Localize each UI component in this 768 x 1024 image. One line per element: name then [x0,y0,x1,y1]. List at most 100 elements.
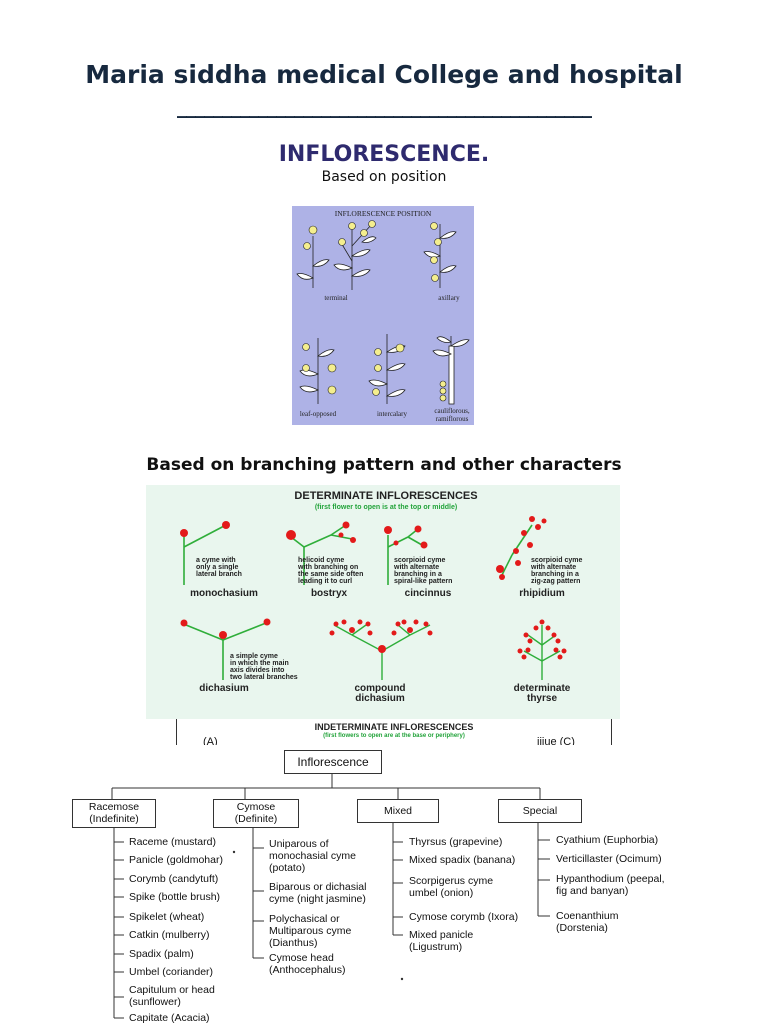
monochasium-diagram [183,524,227,585]
cauliflorous-plant [432,336,470,405]
label-cauliflorous: cauliflorous, [434,407,469,415]
rhipidium-name: rhipidium [519,588,565,599]
compound-dichasium-name-1: compound [354,683,405,694]
rhipidium-desc-2: with alternate [530,564,576,571]
leaf-opposed-flowers [302,343,337,395]
label-terminal: terminal [324,294,347,302]
dichasium-diagram [185,622,267,680]
figure-background [292,206,474,425]
rhipidium-desc-1: scorpioid cyme [531,557,582,564]
determinate-thyrse-name-2: thyrse [527,693,557,704]
cincinnus-desc-4: spiral-like pattern [394,578,452,585]
list-item: Verticillaster (Ocimum) [556,853,662,865]
list-item: Hypanthodium (peepal, [556,873,665,885]
category-cymose-label: Cymose [236,801,276,813]
dichasium-desc-1: a simple cyme [230,653,278,660]
fragment-label-a: (A) [203,736,218,745]
dichasium-name: dichasium [199,683,249,694]
monochasium-desc-2: only a single [196,564,239,571]
list-item: Catkin (mulberry) [129,929,210,941]
stray-dot [400,977,404,981]
list-item: Uniparous of [269,838,329,850]
category-racemose-sub: (Indefinite) [89,813,139,825]
determinate-thyrse-diagram [523,625,561,680]
list-item: Capitulum or head [129,984,215,996]
subtitle-position: Based on position [321,169,447,185]
intercalary-flowers [372,343,405,396]
fragment-label-c: iiiue (C) [537,736,575,745]
list-item: Multiparous cyme [269,925,352,937]
axillary-flowers [430,222,442,282]
bostryx-desc-4: leading it to curl [298,578,352,585]
category-racemose-label: Racemose [88,801,140,813]
list-item: (Anthocephalus) [269,964,346,976]
list-item: Thyrsus (grapevine) [409,836,503,848]
list-item: Spike (bottle brush) [129,891,221,903]
determinate-heading: DETERMINATE INFLORESCENCES [294,490,477,502]
list-item: Cymose corymb (Ixora) [409,911,519,923]
bostryx-desc-1: helicoid cyme [298,557,344,564]
list-item: Spikelet (wheat) [129,911,205,923]
list-item: (Ligustrum) [409,941,463,953]
list-item: fig and banyan) [556,885,629,897]
leaf-opposed-plant [299,338,335,404]
subtitle-branching: Based on branching pattern and other cha… [146,455,622,475]
compound-dichasium-name-2: dichasium [355,693,405,704]
list-item: Polychasical or [269,913,340,925]
category-mixed-label: Mixed [383,805,412,817]
list-item: Corymb (candytuft) [129,873,219,885]
monochasium-name: monochasium [190,588,258,599]
list-item: Coenanthium [556,910,619,922]
determinate-thyrse-name-1: determinate [514,683,571,694]
label-leaf-opposed: leaf-opposed [300,410,337,418]
list-item: Spadix (palm) [129,948,194,960]
category-racemose-box: Racemose (Indefinite) [72,799,156,828]
list-item: Mixed panicle [409,929,474,941]
list-item: (Dorstenia) [556,922,608,934]
label-axillary: axillary [438,294,460,302]
determinate-note: (first flower to open is at the top or m… [315,504,457,511]
list-item: Cyathium (Euphorbia) [556,834,659,846]
dichasium-desc-3: axis divides into [230,667,284,674]
determinate-inflorescences-figure: DETERMINATE INFLORESCENCES (first flower… [146,485,620,719]
list-item: Raceme (mustard) [129,836,216,848]
indeterminate-note: (first flowers to open are at the base o… [323,733,465,739]
list-item: Panicle (goldmohar) [129,854,223,866]
list-item: umbel (onion) [409,887,474,899]
category-cymose-sub: (Definite) [234,813,278,825]
cincinnus-desc-1: scorpioid cyme [394,557,445,564]
figure-heading: INFLORESCENCE POSITION [335,209,432,218]
terminal-plant [296,223,377,290]
indeterminate-fragment: INDETERMINATE INFLORESCENCES (first flow… [176,719,612,745]
list-item: Scorpigerus cyme [409,875,494,887]
list-item: (potato) [269,862,306,874]
cincinnus-desc-3: branching in a [394,571,442,578]
list-item: (Dianthus) [269,937,318,949]
axillary-plant [423,224,457,288]
category-special-box: Special [498,799,582,823]
list-item: cyme (night jasmine) [269,893,366,905]
list-item: monochasial cyme [269,850,356,862]
monochasium-desc-3: lateral branch [196,571,242,578]
category-special-label: Special [522,805,558,817]
bostryx-desc-3: the same side often [298,571,363,578]
dichasium-desc-2: in which the main [230,660,289,667]
chart-root-box: Inflorescence [284,750,382,774]
rhipidium-desc-4: zig-zag pattern [531,578,580,585]
cincinnus-name: cincinnus [405,588,452,599]
cincinnus-desc-2: with alternate [393,564,439,571]
list-item: Biparous or dichasial [269,881,367,893]
category-cymose-box: Cymose (Definite) [213,799,299,828]
college-title: Maria siddha medical College and hospita… [85,60,683,89]
chart-root-label: Inflorescence [297,755,369,769]
label-intercalary: intercalary [377,410,407,418]
inflorescence-position-figure: INFLORESCENCE POSITION terminal axillary [292,206,474,425]
classification-connectors [111,773,550,1019]
terminal-flowers [303,220,376,250]
list-item: Cymose head [269,952,334,964]
list-item: (sunflower) [129,996,181,1008]
category-mixed-box: Mixed [357,799,439,823]
indeterminate-heading: INDETERMINATE INFLORESCENCES [314,722,474,732]
dichasium-desc-4: two lateral branches [230,674,298,681]
rhipidium-desc-3: branching in a [531,571,579,578]
